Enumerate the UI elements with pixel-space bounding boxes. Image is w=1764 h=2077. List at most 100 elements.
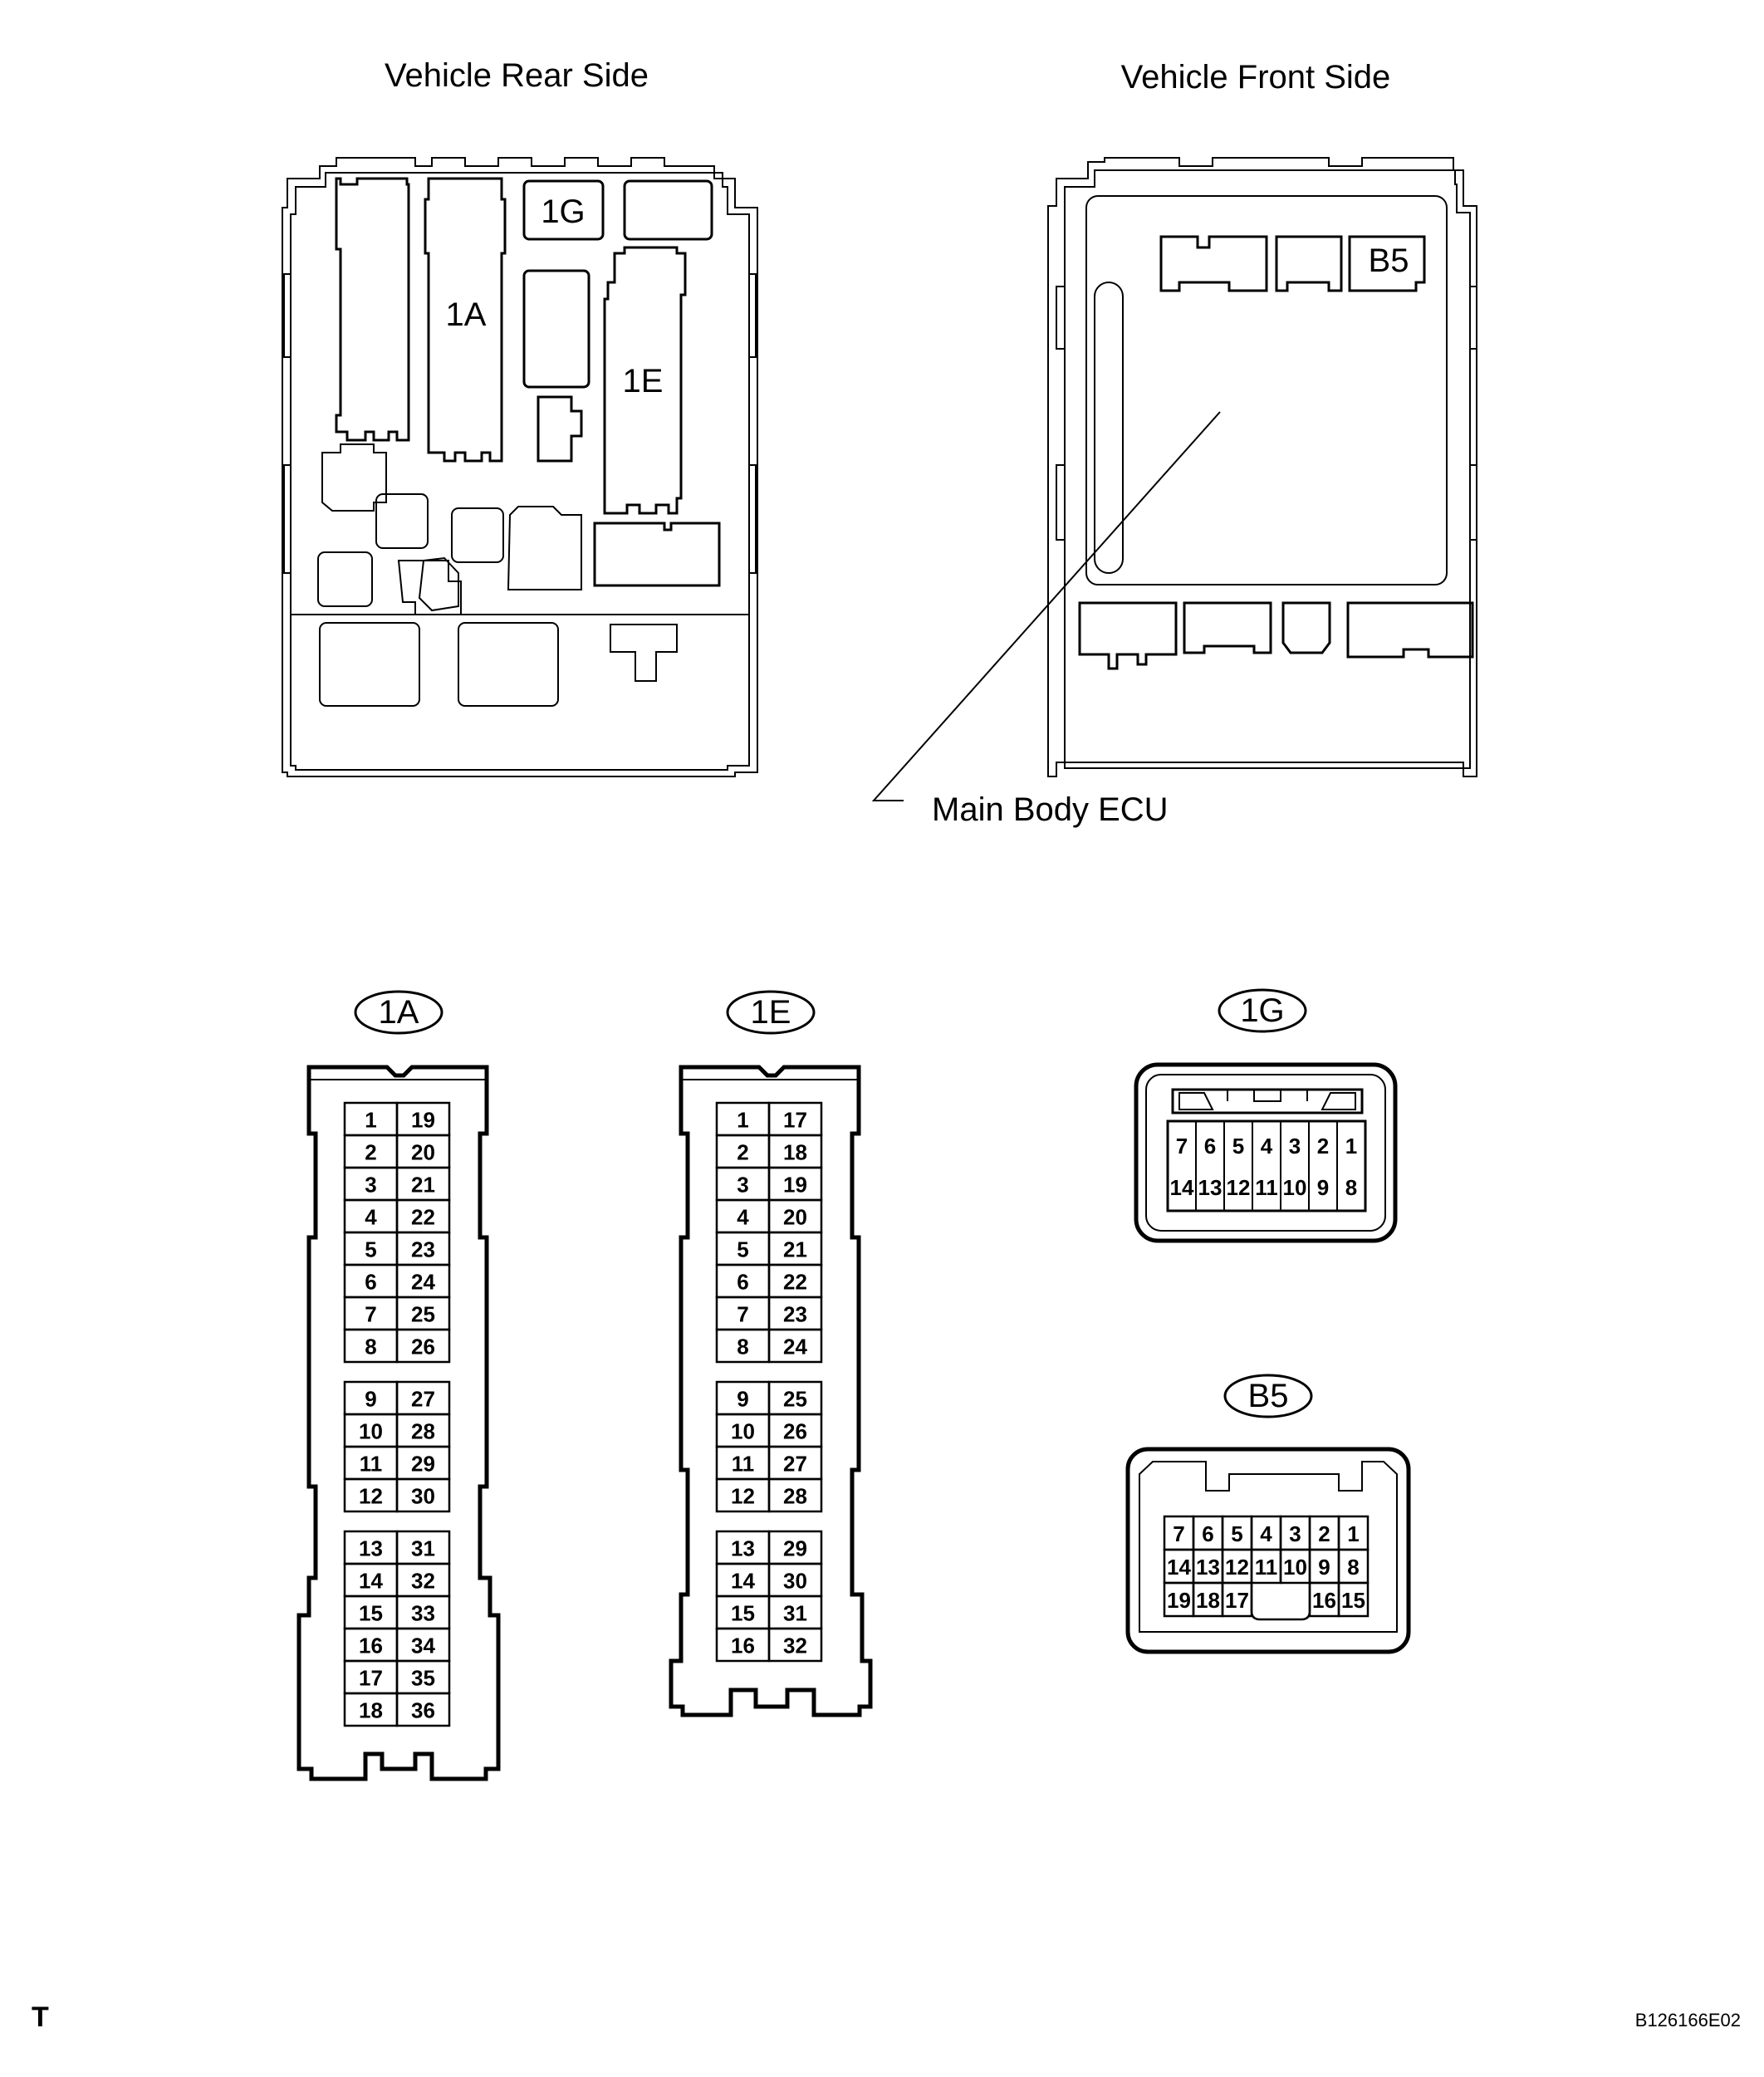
pin-number: 16: [1312, 1588, 1336, 1613]
front-label-B5: B5: [1369, 242, 1409, 279]
pin-number: 32: [411, 1569, 435, 1594]
pin-number: 5: [1231, 1521, 1242, 1546]
pin-number: 16: [359, 1634, 383, 1658]
pin-number: 18: [359, 1698, 383, 1723]
pin-number: 4: [1260, 1521, 1272, 1546]
front-view-title: Vehicle Front Side: [1121, 59, 1391, 96]
pin-number: 7: [365, 1302, 376, 1327]
pin-number: 16: [731, 1634, 755, 1658]
pin-number: 10: [359, 1419, 383, 1444]
pin-number: 31: [783, 1601, 807, 1626]
pin-number: 27: [783, 1452, 807, 1477]
pin-cell: [395, 1692, 451, 1727]
pin-cell: [767, 1328, 823, 1364]
pin-number: 5: [1232, 1134, 1244, 1159]
pin-number: 7: [1173, 1521, 1184, 1546]
pin-number: 1: [365, 1108, 376, 1133]
pin-number: 34: [411, 1634, 435, 1658]
pin-number: 13: [359, 1536, 383, 1561]
pin-number: 27: [411, 1387, 435, 1412]
pin-number: 13: [1196, 1555, 1220, 1580]
rear-view-title: Vehicle Rear Side: [385, 57, 649, 94]
pin-cell: [395, 1328, 451, 1364]
pin-number: 1: [737, 1108, 748, 1133]
pin-number: 8: [1347, 1555, 1359, 1580]
pin-number: 2: [365, 1140, 376, 1165]
pin-number: 22: [783, 1270, 807, 1295]
pin-number: 31: [411, 1536, 435, 1561]
pin-number: 21: [783, 1237, 807, 1262]
pin-number: 19: [411, 1108, 435, 1133]
pin-number: 2: [1317, 1134, 1329, 1159]
pin-cell: [1337, 1581, 1370, 1618]
pin-number: 30: [783, 1569, 807, 1594]
pin-number: 1: [1347, 1521, 1359, 1546]
pin-number: 13: [731, 1536, 755, 1561]
key-slot: [1250, 1583, 1311, 1621]
pin-number: 20: [783, 1205, 807, 1230]
ecu-label: Main Body ECU: [932, 791, 1169, 828]
pin-number: 12: [1225, 1555, 1249, 1580]
pin-number: 10: [1283, 1555, 1307, 1580]
pin-number: 24: [411, 1270, 435, 1295]
pin-number: 30: [411, 1484, 435, 1509]
pin-number: 17: [359, 1666, 383, 1691]
pin-number: 23: [783, 1302, 807, 1327]
pin-number: 6: [737, 1270, 748, 1295]
pin-number: 35: [411, 1666, 435, 1691]
pin-number: 3: [365, 1173, 376, 1198]
pin-number: 3: [737, 1173, 748, 1198]
pin-number: 2: [737, 1140, 748, 1165]
pin-number: 9: [365, 1387, 376, 1412]
pin-number: 15: [359, 1601, 383, 1626]
pin-number: 18: [783, 1140, 807, 1165]
pin-number: 19: [1167, 1588, 1191, 1613]
pin-number: 5: [737, 1237, 748, 1262]
pin-number: 29: [783, 1536, 807, 1561]
pin-number: 22: [411, 1205, 435, 1230]
front-junction-block: B5 Main Body ECU: [871, 157, 1477, 828]
pin-cell: [767, 1627, 823, 1663]
pin-number: 9: [737, 1387, 748, 1412]
badge-1E: 1E: [751, 994, 791, 1031]
pin-number: 19: [783, 1173, 807, 1198]
footer-mark: T: [32, 2001, 49, 2033]
pin-number: 12: [359, 1484, 383, 1509]
pin-number: 17: [1225, 1588, 1249, 1613]
pin-number: 28: [411, 1419, 435, 1444]
pin-number: 8: [1345, 1175, 1357, 1200]
pin-number: 12: [1227, 1175, 1251, 1200]
pin-number: 12: [731, 1484, 755, 1509]
pin-number: 33: [411, 1601, 435, 1626]
badge-B5: B5: [1248, 1378, 1289, 1414]
pin-number: 15: [731, 1601, 755, 1626]
pin-number: 4: [1261, 1134, 1273, 1159]
badge-1A: 1A: [379, 994, 419, 1031]
badge-1G: 1G: [1240, 992, 1284, 1029]
pin-number: 13: [1198, 1175, 1223, 1200]
rear-label-1G: 1G: [541, 193, 585, 230]
pin-number: 4: [365, 1205, 377, 1230]
pin-number: 8: [737, 1335, 748, 1359]
pin-number: 6: [1204, 1134, 1216, 1159]
pin-number: 9: [1318, 1555, 1330, 1580]
pin-number: 11: [360, 1452, 383, 1477]
pin-number: 20: [411, 1140, 435, 1165]
pin-number: 28: [783, 1484, 807, 1509]
pin-number: 14: [731, 1569, 755, 1594]
pin-number: 11: [1255, 1175, 1278, 1200]
pin-number: 17: [783, 1108, 807, 1133]
pin-number: 6: [1202, 1521, 1213, 1546]
pin-number: 14: [359, 1569, 383, 1594]
pin-number: 26: [783, 1419, 807, 1444]
pin-number: 14: [1167, 1555, 1191, 1580]
pin-number: 26: [411, 1335, 435, 1359]
pin-number: 25: [783, 1387, 807, 1412]
